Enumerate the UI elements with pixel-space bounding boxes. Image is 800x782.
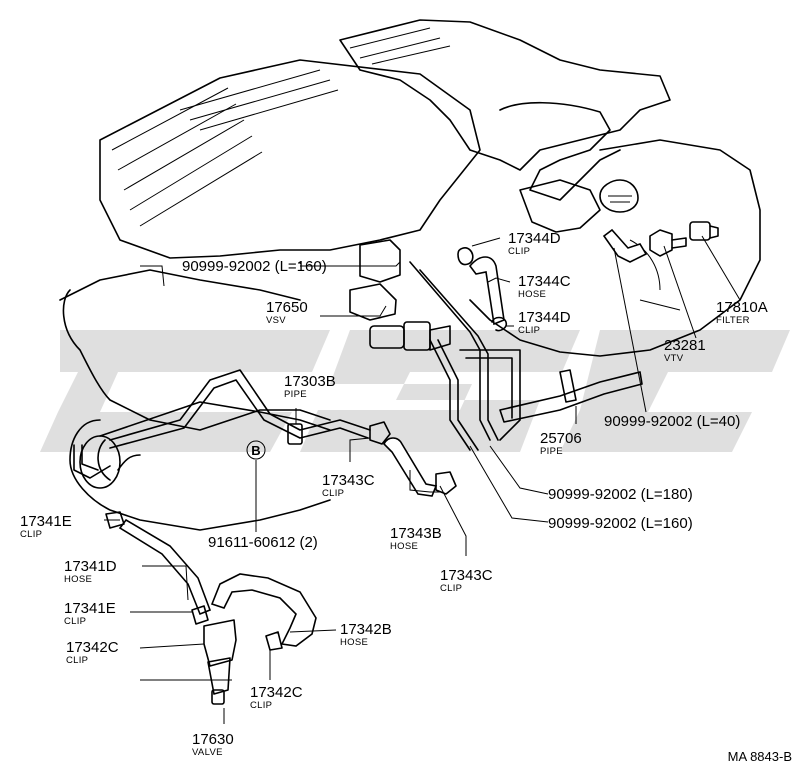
part-name: CLIP xyxy=(518,325,540,336)
part-number: 17341D xyxy=(64,558,117,575)
callout-hose-90999-92002-l160-bottom: 90999-92002 (L=160) xyxy=(548,515,693,532)
part-name: HOSE xyxy=(518,289,546,300)
part-number: 90999-92002 (L=160) xyxy=(548,515,693,532)
part-number: 23281 xyxy=(664,337,706,354)
engine-artwork xyxy=(59,19,761,531)
part-number: 90999-92002 (L=160) xyxy=(182,258,327,275)
part-number: 90999-92002 (L=40) xyxy=(604,413,740,430)
part-name: CLIP xyxy=(66,655,88,666)
part-number: 17344D xyxy=(518,309,571,326)
part-number: 17344C xyxy=(518,273,571,290)
part-name: PIPE xyxy=(540,446,563,457)
part-number: 17344D xyxy=(508,230,561,247)
part-number: 17342C xyxy=(250,684,303,701)
part-name: CLIP xyxy=(20,529,42,540)
part-name: VSV xyxy=(266,315,286,326)
part-number: 17342C xyxy=(66,639,119,656)
watermark xyxy=(40,330,790,452)
part-number: 17343C xyxy=(322,472,375,489)
part-name: HOSE xyxy=(64,574,92,585)
callout-hose-90999-92002-l40: 90999-92002 (L=40) xyxy=(604,413,740,430)
part-name: HOSE xyxy=(340,637,368,648)
callout-hose-90999-92002-l160-top: 90999-92002 (L=160) xyxy=(182,258,327,275)
part-number: 17341E xyxy=(20,513,72,530)
drawing-code: MA 8843-B xyxy=(728,749,792,764)
part-name: PIPE xyxy=(284,389,307,400)
part-number: 17650 xyxy=(266,299,308,316)
part-name: HOSE xyxy=(390,541,418,552)
part-number: 17343B xyxy=(390,525,442,542)
callout-labels: 90999-92002 (L=160)17344DCLIP17344CHOSE1… xyxy=(20,230,768,758)
part-number: 17630 xyxy=(192,731,234,748)
svg-text:B: B xyxy=(251,443,260,458)
part-number: 17341E xyxy=(64,600,116,617)
ref-marker-b: B xyxy=(246,440,266,460)
part-name: CLIP xyxy=(508,246,530,257)
part-number: 17343C xyxy=(440,567,493,584)
part-number: 25706 xyxy=(540,430,582,447)
part-number: 17342B xyxy=(340,621,392,638)
part-name: FILTER xyxy=(716,315,750,326)
part-name: VALVE xyxy=(192,747,223,758)
callout-part-91611-60612: 91611-60612 (2) xyxy=(208,534,318,551)
part-name: CLIP xyxy=(322,488,344,499)
part-name: CLIP xyxy=(440,583,462,594)
callout-hose-90999-92002-l180: 90999-92002 (L=180) xyxy=(548,486,693,503)
part-name: CLIP xyxy=(250,700,272,711)
part-number: 17810A xyxy=(716,299,768,316)
part-number: 17303B xyxy=(284,373,336,390)
part-number: 90999-92002 (L=180) xyxy=(548,486,693,503)
components xyxy=(73,221,719,705)
part-name: VTV xyxy=(664,353,684,364)
part-name: CLIP xyxy=(64,616,86,627)
part-number: 91611-60612 (2) xyxy=(208,534,318,551)
leader-lines xyxy=(104,235,741,724)
